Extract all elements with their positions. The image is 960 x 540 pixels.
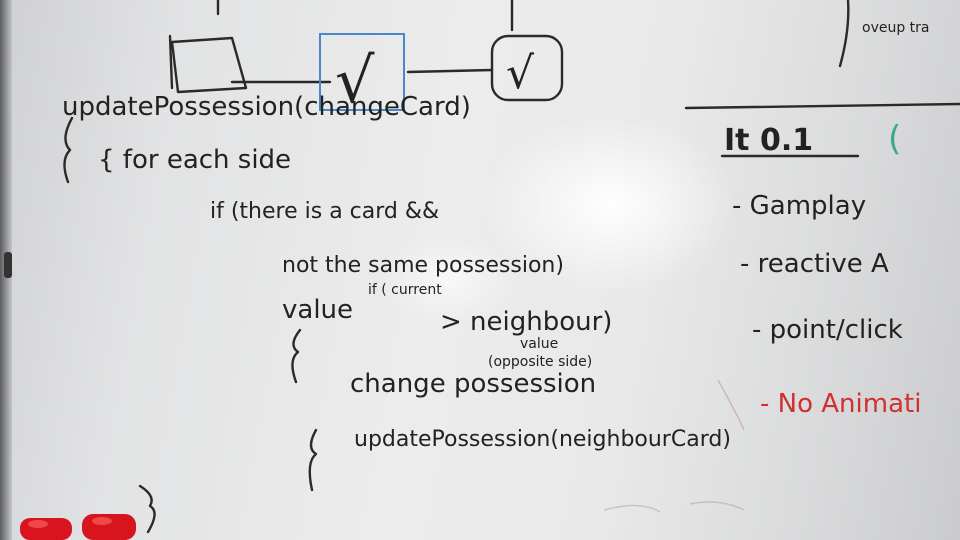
diagram-box-left-edge <box>168 34 174 90</box>
code-label-opposite: (opposite side) <box>488 354 592 370</box>
magnet-right <box>82 514 136 540</box>
code-line-3: if (there is a card && <box>210 199 439 224</box>
edge-clip <box>4 252 12 278</box>
notes-brace <box>838 0 850 68</box>
code-line-5-compare: > neighbour) <box>440 307 612 337</box>
diagram-box-left <box>170 36 248 94</box>
brace-close-2 <box>308 428 318 492</box>
code-label-current: if ( current <box>368 282 442 298</box>
brace-close-1 <box>138 484 156 534</box>
magnet-left <box>20 518 72 540</box>
faint-scribble <box>603 501 745 513</box>
card-diagram: √ √ <box>168 0 564 117</box>
notes-divider <box>684 102 960 110</box>
diagram-box-selected <box>319 33 405 111</box>
faint-red-stroke <box>717 379 745 431</box>
code-line-7: change possession <box>350 369 596 399</box>
diagram-box-right <box>490 34 564 102</box>
notes-heading: It 0.1 <box>724 123 813 158</box>
code-line-5: value <box>282 295 353 325</box>
checkmark-1: √ <box>335 44 375 117</box>
code-line-1: updatePossession(changeCard) <box>62 92 471 122</box>
iteration-notes: oveup tra It 0.1 ( - Gamplay - reactive … <box>684 0 960 419</box>
note-item-2: - reactive A <box>740 249 889 279</box>
brace-open-2 <box>291 328 302 384</box>
checkmark-2: √ <box>506 48 535 99</box>
note-item-4: - No Animati <box>760 389 921 419</box>
faint-marks <box>603 379 745 513</box>
code-line-2: { for each side <box>98 145 291 175</box>
note-item-3: - point/click <box>752 315 903 345</box>
diagram-connector-2 <box>406 68 494 74</box>
code-line-8: updatePossession(neighbourCard) <box>354 427 731 452</box>
magnet-left-highlight <box>28 520 48 528</box>
code-label-value: value <box>520 336 558 352</box>
notes-heading-paren: ( <box>888 119 901 159</box>
code-line-4: not the same possession) <box>282 253 564 278</box>
magnet-right-highlight <box>92 517 112 525</box>
note-item-1: - Gamplay <box>732 191 866 221</box>
brace-open-1 <box>63 116 74 184</box>
note-top-right: oveup tra <box>862 20 930 36</box>
magnets <box>20 514 136 540</box>
pseudocode: updatePossession(changeCard) { for each … <box>62 92 731 534</box>
